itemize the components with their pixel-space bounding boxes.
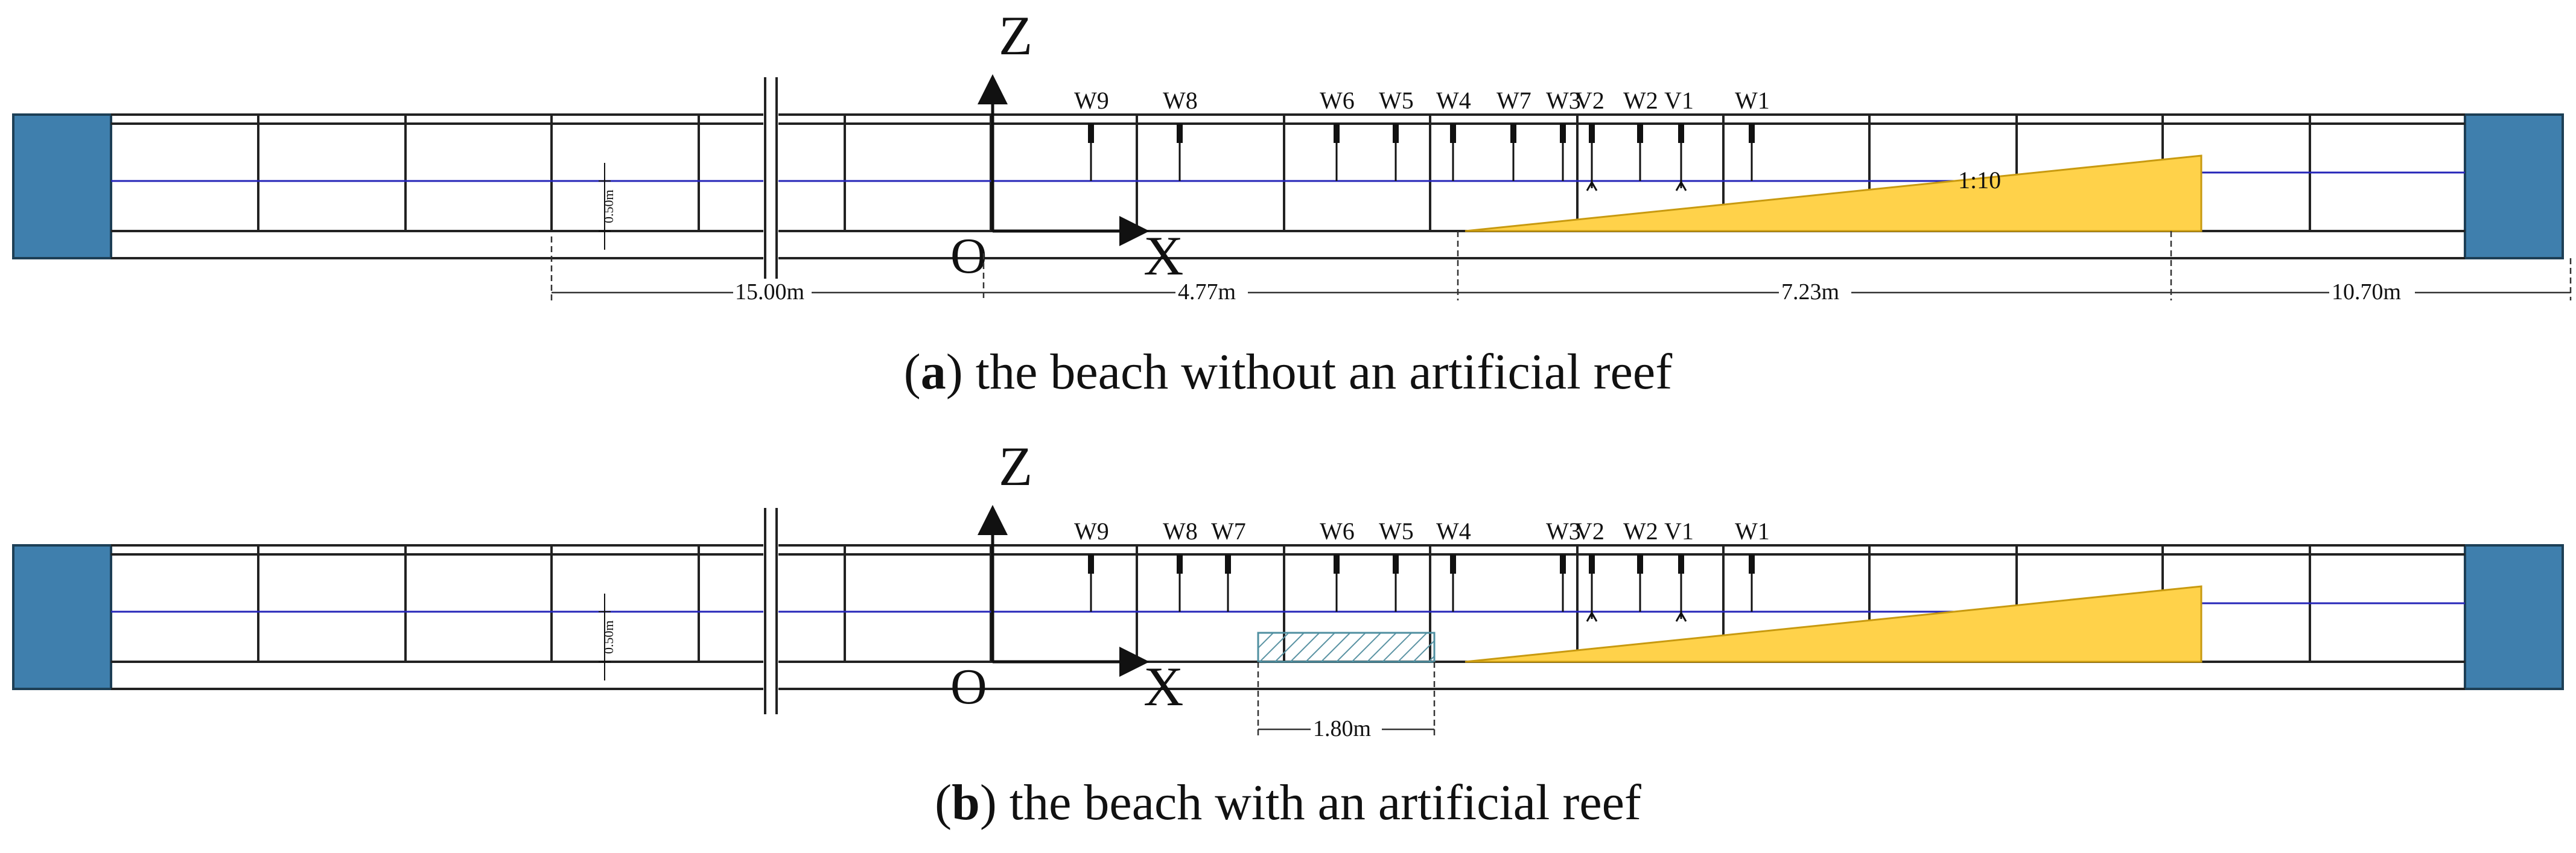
gauge-label: V1 <box>1664 518 1694 545</box>
gauge-w7: W7 <box>1496 87 1531 181</box>
gauge-label: W6 <box>1320 518 1355 545</box>
gauge-w8: W8 <box>1163 87 1198 181</box>
caption-a: (a) the beach without an artificial reef <box>903 344 1673 400</box>
gauge-label: W8 <box>1163 518 1198 545</box>
gauge-w1: W1 <box>1735 87 1770 181</box>
x-axis-label: X <box>1143 225 1183 287</box>
gauge-w2: W2 <box>1623 87 1658 181</box>
gauge-label: W6 <box>1320 87 1355 114</box>
gauge-v1: V1 <box>1664 87 1694 191</box>
right-tank <box>2464 544 2564 690</box>
gauge-label: W9 <box>1074 518 1109 545</box>
gauge-v1: V1 <box>1664 518 1694 622</box>
z-axis-label: Z <box>999 436 1032 497</box>
gauge-label: W5 <box>1379 87 1414 114</box>
break-symbol <box>764 508 778 714</box>
origin-label: O <box>950 659 987 715</box>
origin-label: O <box>950 228 987 284</box>
gauge-label: V2 <box>1575 87 1604 114</box>
left-tank <box>12 544 112 690</box>
gauge-label: W1 <box>1735 518 1770 545</box>
gauge-v2: V2 <box>1575 87 1604 191</box>
svg-text:4.77m: 4.77m <box>1178 279 1236 305</box>
gauge-w9: W9 <box>1074 518 1109 612</box>
gauge-w3: W3 <box>1546 87 1581 181</box>
gauge-label: W9 <box>1074 87 1109 114</box>
gauge-w1: W1 <box>1735 518 1770 612</box>
gauge-label: W5 <box>1379 518 1414 545</box>
beach-slope <box>1465 154 2202 232</box>
gauge-label: W7 <box>1211 518 1246 545</box>
water-line <box>111 602 2465 613</box>
gauge-w4: W4 <box>1436 87 1471 181</box>
depth-annotation: 0.50m <box>599 594 616 680</box>
gauge-w7: W7 <box>1211 518 1246 612</box>
beach-slope <box>1465 585 2202 663</box>
svg-text:0.50m: 0.50m <box>601 189 616 223</box>
svg-text:7.23m: 7.23m <box>1781 279 1839 305</box>
depth-annotation: 0.50m <box>599 163 616 250</box>
gauge-w2: W2 <box>1623 518 1658 612</box>
water-line <box>111 171 2465 182</box>
gauge-label: W2 <box>1623 87 1658 114</box>
gauge-label: W4 <box>1436 87 1471 114</box>
gauge-w5: W5 <box>1379 87 1414 181</box>
gauge-label: V1 <box>1664 87 1694 114</box>
gauge-w9: W9 <box>1074 87 1109 181</box>
break-symbol <box>764 77 778 284</box>
svg-text:0.50m: 0.50m <box>601 620 616 654</box>
gauge-label: W2 <box>1623 518 1658 545</box>
dimension-line-a <box>550 231 2572 300</box>
gauge-v2: V2 <box>1575 518 1604 622</box>
dimension-labels-a: 15.00m 4.77m 7.23m 10.70m <box>733 279 2415 305</box>
gauge-w4: W4 <box>1436 518 1471 612</box>
gauge-label: V2 <box>1575 518 1604 545</box>
left-tank <box>12 113 112 259</box>
gauge-w6: W6 <box>1320 87 1355 181</box>
gauge-w8: W8 <box>1163 518 1198 612</box>
gauge-w5: W5 <box>1379 518 1414 612</box>
gauge-label: W4 <box>1436 518 1471 545</box>
artificial-reef <box>1257 632 1436 663</box>
gauge-label: W3 <box>1546 518 1581 545</box>
gauge-label: W8 <box>1163 87 1198 114</box>
reef-dimension-label: 1.80m <box>1313 716 1371 741</box>
gauge-label: W7 <box>1496 87 1531 114</box>
right-tank <box>2464 113 2564 259</box>
x-axis-label: X <box>1143 656 1183 717</box>
gauge-label: W1 <box>1735 87 1770 114</box>
slope-label: 1:10 <box>1958 166 2001 194</box>
gauge-w6: W6 <box>1320 518 1355 612</box>
svg-text:10.70m: 10.70m <box>2332 279 2401 305</box>
gauge-label: W3 <box>1546 87 1581 114</box>
caption-b: (b) the beach with an artificial reef <box>935 775 1641 831</box>
z-axis-label: Z <box>999 5 1032 66</box>
svg-text:15.00m: 15.00m <box>735 279 804 305</box>
gauge-w3: W3 <box>1546 518 1581 612</box>
